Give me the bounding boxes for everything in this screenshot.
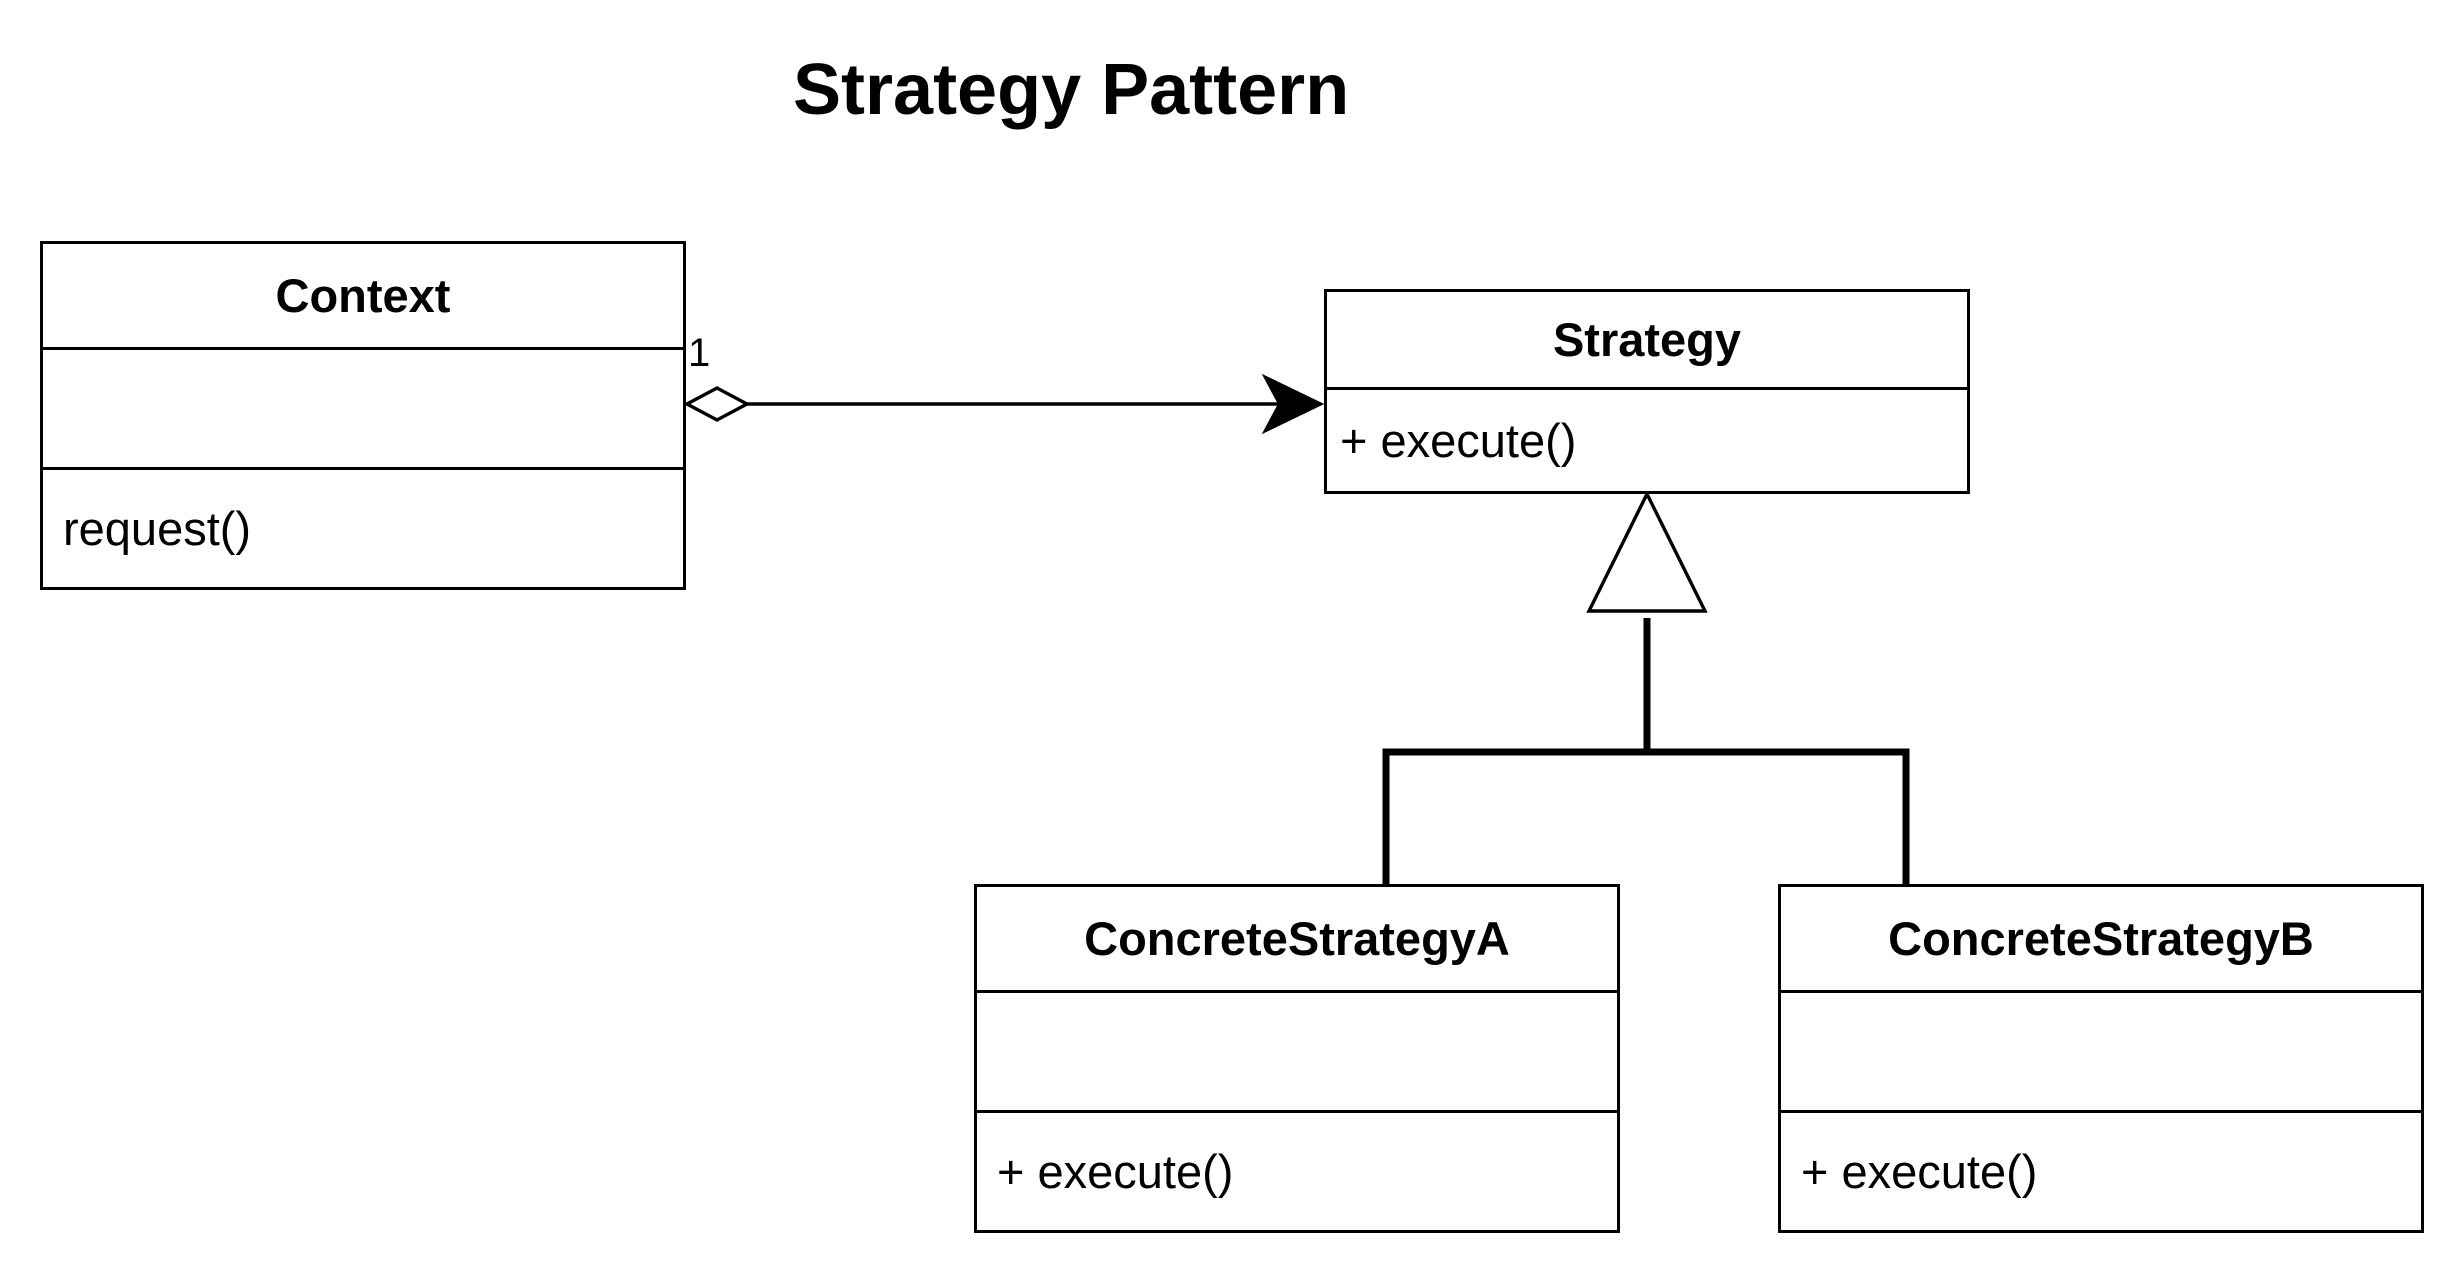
generalization-branch <box>1382 748 1910 884</box>
diagram-title: Strategy Pattern <box>793 50 1350 130</box>
navigation-arrowhead <box>1261 373 1325 435</box>
operations-compartment: + execute() <box>1781 1113 2421 1229</box>
operations-compartment: + execute() <box>1327 390 1967 490</box>
class-strategy[interactable]: Strategy + execute() <box>1324 289 1970 494</box>
generalization-connector <box>1382 490 1910 884</box>
attributes-compartment <box>1781 993 2421 1113</box>
class-name: ConcreteStrategyA <box>977 887 1617 993</box>
class-context[interactable]: Context request() <box>40 241 686 590</box>
aggregation-connector <box>683 373 1325 435</box>
operations-compartment: request() <box>43 470 683 586</box>
multiplicity-label: 1 <box>688 331 711 375</box>
operation: request() <box>63 501 252 555</box>
aggregation-diamond <box>683 386 751 422</box>
class-concrete-strategy-b[interactable]: ConcreteStrategyB + execute() <box>1778 884 2424 1233</box>
operation: + execute() <box>1340 413 1577 467</box>
attributes-compartment <box>43 350 683 470</box>
operations-compartment: + execute() <box>977 1113 1617 1229</box>
class-name: ConcreteStrategyB <box>1781 887 2421 993</box>
class-concrete-strategy-a[interactable]: ConcreteStrategyA + execute() <box>974 884 1620 1233</box>
attributes-compartment <box>977 993 1617 1113</box>
operation: + execute() <box>997 1144 1234 1198</box>
class-name: Context <box>43 244 683 350</box>
generalization-triangle <box>1586 490 1708 613</box>
operation: + execute() <box>1801 1144 2038 1198</box>
class-name: Strategy <box>1327 292 1967 390</box>
